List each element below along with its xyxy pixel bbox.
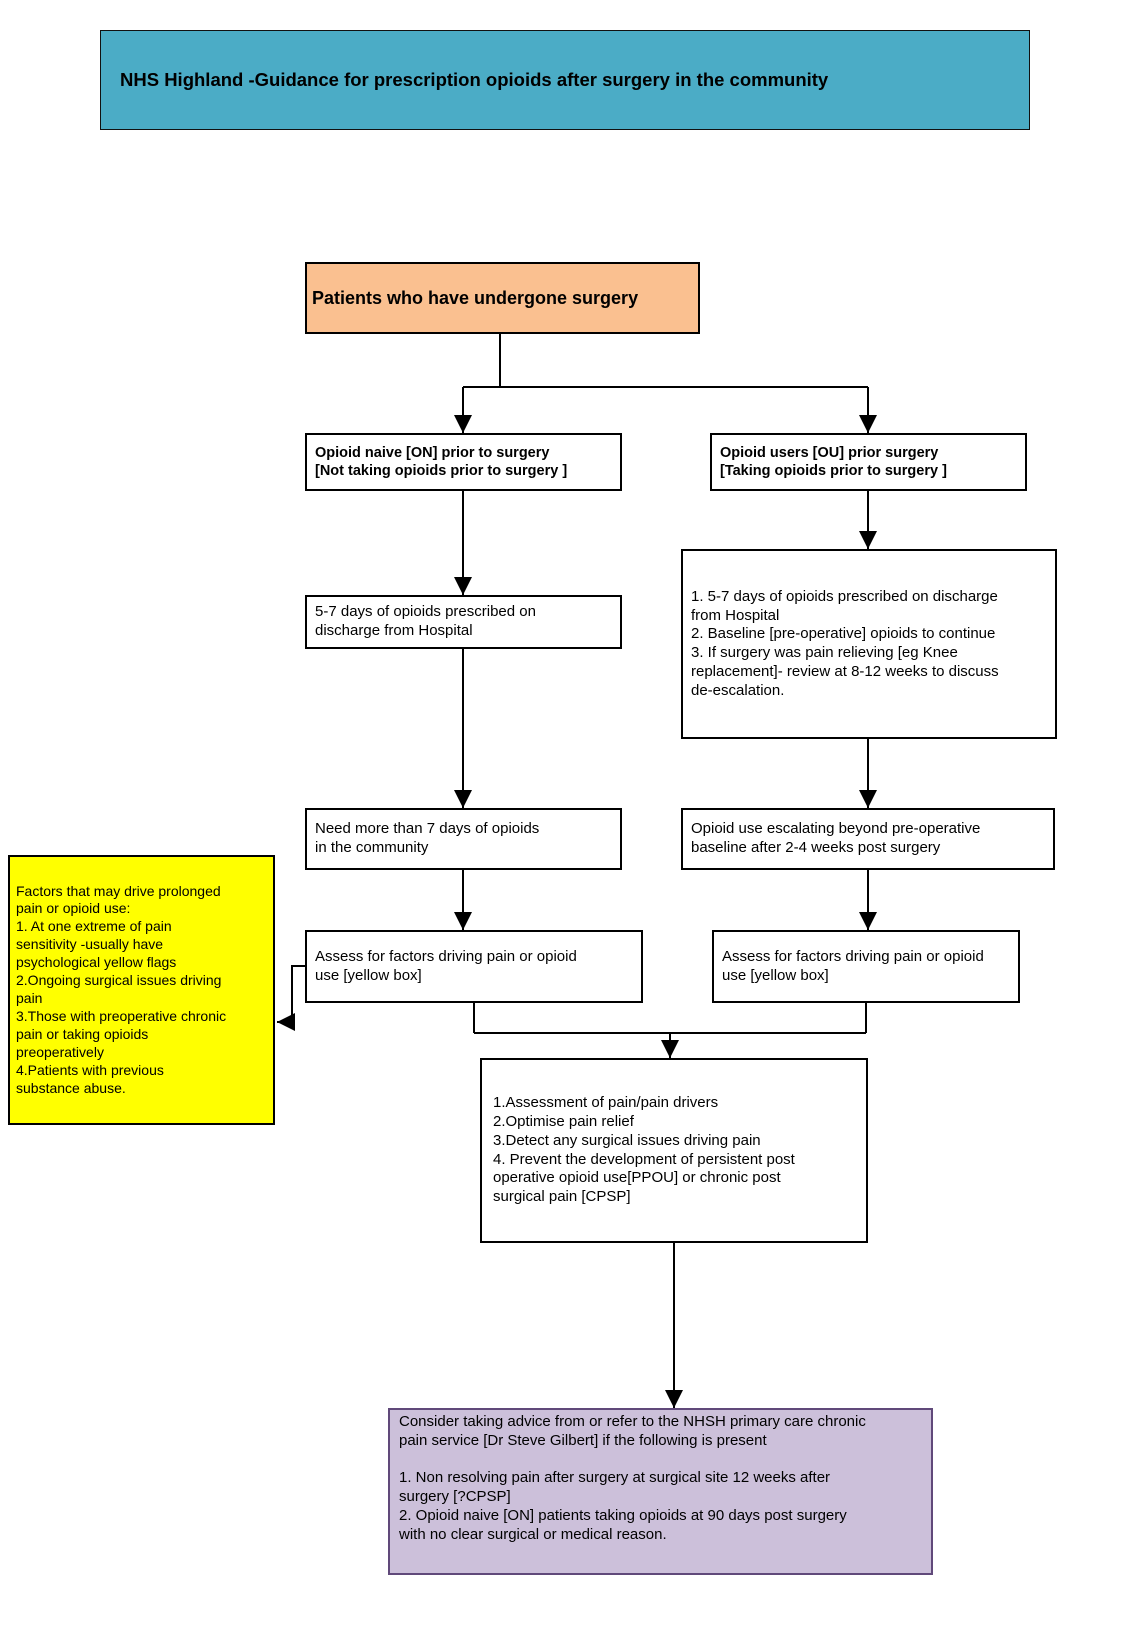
node-naive-escalation-trigger: Need more than 7 days of opioids in the … xyxy=(305,808,622,870)
node-risk-factors: Factors that may drive prolonged pain or… xyxy=(8,855,275,1125)
title-banner: NHS Highland -Guidance for prescription … xyxy=(100,30,1030,130)
node-opioid-naive-branch: Opioid naive [ON] prior to surgery [Not … xyxy=(305,433,622,491)
node-users-escalation-trigger: Opioid use escalating beyond pre-operati… xyxy=(681,808,1055,870)
node-users-assess: Assess for factors driving pain or opioi… xyxy=(712,930,1020,1003)
connector-arrow-to-factors-box xyxy=(277,965,305,1031)
node-users-discharge-plan: 1. 5-7 days of opioids prescribed on dis… xyxy=(681,549,1057,739)
node-naive-discharge-plan: 5-7 days of opioids prescribed on discha… xyxy=(305,595,622,649)
node-patients-root: Patients who have undergone surgery xyxy=(305,262,700,334)
node-opioid-users-branch: Opioid users [OU] prior surgery [Taking … xyxy=(710,433,1027,491)
node-management-plan: 1.Assessment of pain/pain drivers 2.Opti… xyxy=(480,1058,868,1243)
node-referral-advice: Consider taking advice from or refer to … xyxy=(388,1408,933,1575)
node-naive-assess: Assess for factors driving pain or opioi… xyxy=(305,930,643,1003)
